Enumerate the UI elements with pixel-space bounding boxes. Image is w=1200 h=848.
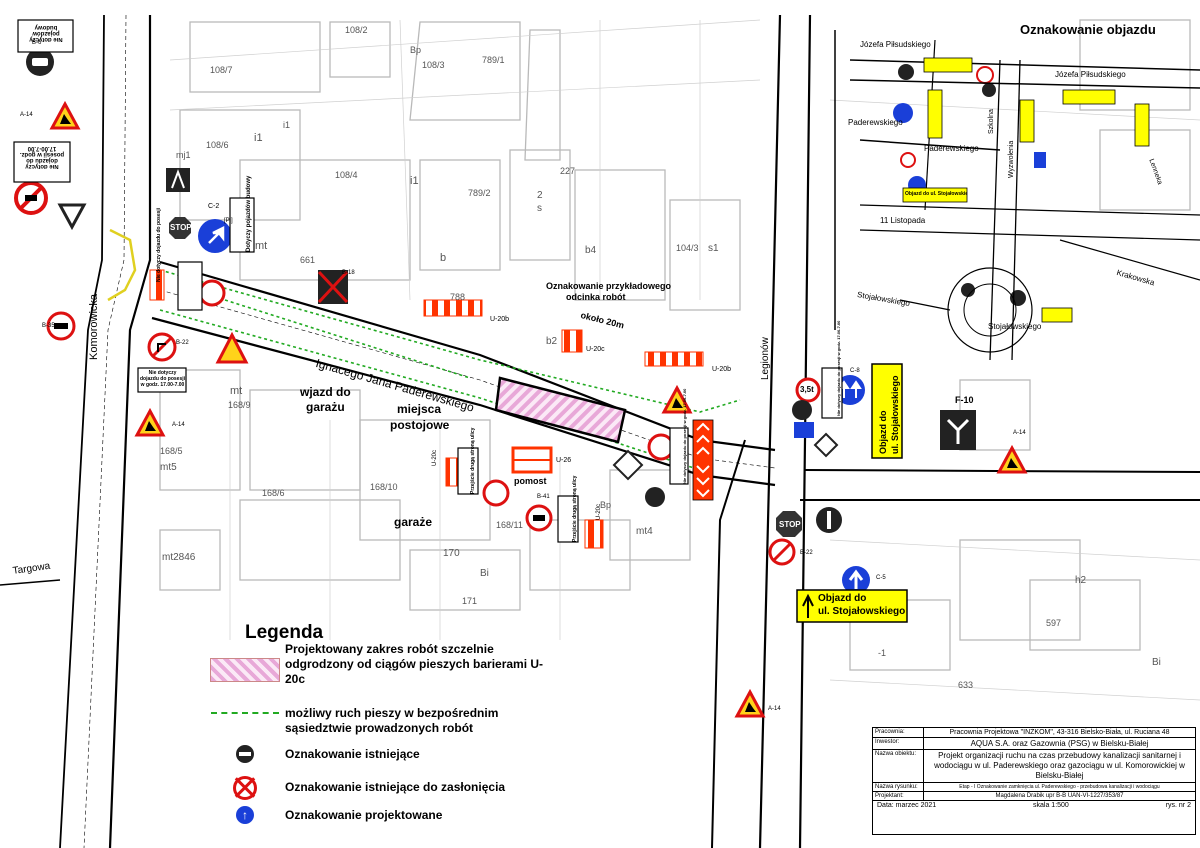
legend-title: Legenda [245,622,324,643]
work-zone [494,376,627,444]
legend-item-work-zone: Projektowany zakres robót szczelnie odgr… [205,642,545,687]
legend: Legenda Projektowany zakres robót szczel… [205,622,605,832]
legend-item-cover: Oznakowanie istniejące do zasłonięcia [205,776,545,800]
pedestrian-route [159,269,741,471]
drawing-date: Data: marzec 2021 [877,802,937,809]
title-row-rysunek: Nazwa rysunku: Etap - I Oznakowanie zamk… [873,783,1195,792]
title-row-data: Data: marzec 2021 skala 1:500 rys. nr 2 [873,801,1195,810]
buildings [159,19,1191,671]
legend-item-projected: ↑ Oznakowanie projektowane [205,806,545,824]
crossed-sign-icon [233,776,257,800]
detour-inset [834,30,1200,361]
existing-sign-icon [236,745,254,763]
title-row-inwestor: Inwestor: AQUA S.A. oraz Gazownia (PSG) … [873,738,1195,750]
projected-sign-icon: ↑ [236,806,254,824]
title-row-obiekt: Nazwa obiektu: Projekt organizacji ruchu… [873,750,1195,783]
drawing-scale: skala 1:500 [1033,802,1069,809]
title-block: Pracownia: Pracownia Projektowa "INŻKOM"… [872,727,1196,835]
title-row-pracownia: Pracownia: Pracownia Projektowa "INŻKOM"… [873,728,1195,738]
header-title: Oznakowanie objazdu [1020,22,1156,37]
info-panels [13,19,908,623]
drawing-number: rys. nr 2 [1165,802,1191,809]
signs [14,48,1046,718]
legend-item-pedestrian: możliwy ruch pieszy w bezpośrednim sąsie… [205,706,545,736]
dashed-line-swatch [211,712,279,714]
roads [0,14,1200,848]
title-row-projektant: Projektant: Magdalena Drabik upr B-B UAN… [873,792,1195,801]
hatch-swatch [210,658,280,682]
detour-tabs [902,57,1150,323]
legend-item-existing: Oznakowanie istniejące [205,745,545,763]
